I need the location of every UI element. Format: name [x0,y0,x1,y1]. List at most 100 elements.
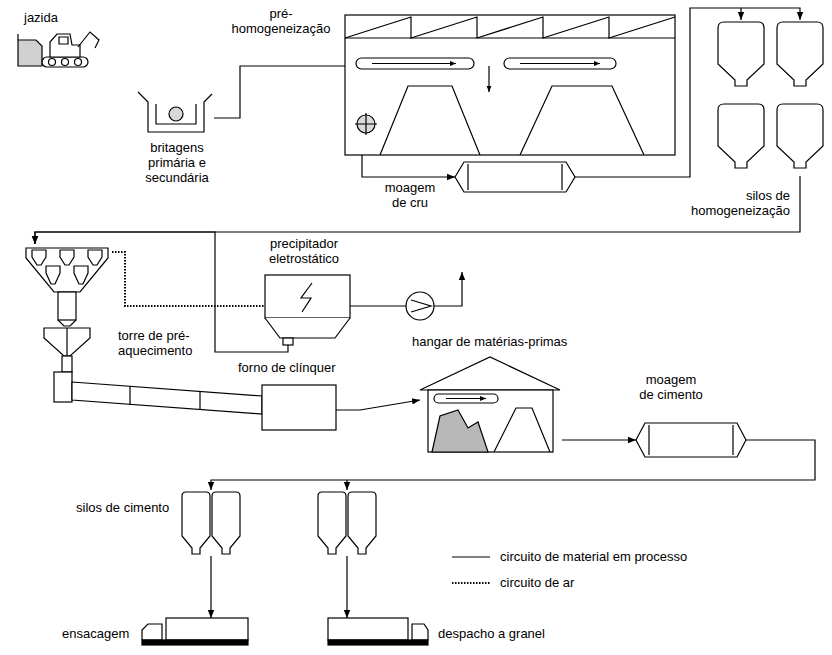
quarry-face [17,34,18,40]
material-circuit-line [362,155,455,177]
equipment-label: moagem de cru [380,180,440,210]
kiln-tyre [130,386,200,410]
cement-silo [318,492,346,554]
cement-silos: silos de cimento [182,490,378,556]
quarry: jazida [14,30,102,70]
excavator-window [59,37,68,44]
crusher-rotor [169,107,183,121]
equipment-label: britagens primária e secundária [138,140,216,185]
legend-text: circuito de material em processo [500,549,687,564]
truck-trailer [328,618,408,640]
crusher-hopper [156,104,196,124]
silo [777,22,823,86]
roof-truss [345,17,675,38]
electrostatic-precipitator: precipitador eletrostático [265,275,350,345]
feed-branch [741,8,800,20]
hopper-outlet [283,338,293,345]
cyclone [60,250,74,265]
material-circuit-line [211,440,815,490]
homogenization-silos: silos de homogeneização [716,20,826,176]
silo [718,104,764,168]
equipment-label: moagem de cimento [638,372,704,402]
equipment-label: precipitador eletrostático [248,236,360,266]
raw-material-pile [494,408,550,452]
cement-silo [348,492,376,554]
roof-truss [345,37,675,38]
quarry-face [18,40,42,66]
stockpile [520,86,644,155]
raw-material-hangar: hangar de matérias-primas [420,355,562,453]
conveyor-belt [504,58,616,69]
crawler-track [42,57,88,67]
cement-mill: moagem de cimento [636,420,746,460]
mill-head [468,164,562,190]
stacker-drop [488,66,489,92]
bulk-truck: despacho a granel [328,618,428,646]
equipment-label: pré- homogeneização [222,6,340,36]
equipment-label: despacho a granel [438,626,545,641]
cement-mill [636,423,746,457]
crusher: britagens primária e secundária [138,90,214,134]
hangar-walls [428,390,553,452]
conveyor-belt [434,394,498,403]
equipment-label: silos de homogeneização [660,188,790,218]
equipment-label: torre de pré- aquecimento [118,328,210,358]
equipment-label: forno de clínquer [238,360,336,375]
conveyor-direction [520,63,600,64]
raw-mill [455,162,575,192]
track-wheel [49,59,56,66]
mill-head [649,425,733,455]
precipitator-hopper [265,318,350,338]
kiln-feed-duct [62,356,72,372]
riser-duct [58,292,76,320]
reclaimer-blades [355,113,377,135]
cyclone [46,266,60,284]
preheater-tower: torre de pré- aquecimento [22,244,112,404]
stack-exhaust [434,272,462,306]
material-circuit-line [562,439,636,440]
track-wheel [75,59,82,66]
air-duct [350,305,406,306]
legend-text: circuito de ar [500,575,574,590]
storage-building [345,15,675,155]
hangar-roof [420,357,560,390]
truck-cab [412,624,428,640]
equipment-label: silos de cimento [76,500,169,515]
feed-branch [346,480,347,490]
exhaust-fan [406,292,434,320]
legend-line-sample [452,556,490,557]
cement-silo [182,492,210,554]
material-circuit-line [35,176,800,244]
precipitator-body [265,275,350,318]
raw-mill: moagem de cru [455,160,575,194]
cyclone [88,250,102,265]
stockpile [380,86,480,155]
equipment-label: ensacagem [62,626,129,641]
bagging-truck: ensacagem [142,618,248,646]
cyclone [74,266,88,284]
clinker-cooler [262,385,336,430]
truck-chassis [142,640,248,645]
conveyor-direction [446,398,486,399]
fan-symbol [411,300,431,312]
silo [777,104,823,168]
rotary-kiln [72,382,262,414]
cyclone-stage [26,248,108,292]
track-wheel [62,59,69,66]
kiln-inlet [54,372,72,402]
cyclone-divider [66,328,67,356]
material-circuit-line [336,400,420,410]
air-circuit-line [112,252,265,306]
clinker-pile [432,410,488,452]
cement-silo [212,492,240,554]
equipment-label: jazida [24,10,58,25]
lightning-symbol [301,283,312,312]
conveyor-direction [372,63,456,64]
excavator-arm [78,32,99,48]
silo [718,22,764,86]
crusher-pit [138,92,212,132]
material-circuit-line [210,556,211,618]
excavator-body [50,34,80,57]
